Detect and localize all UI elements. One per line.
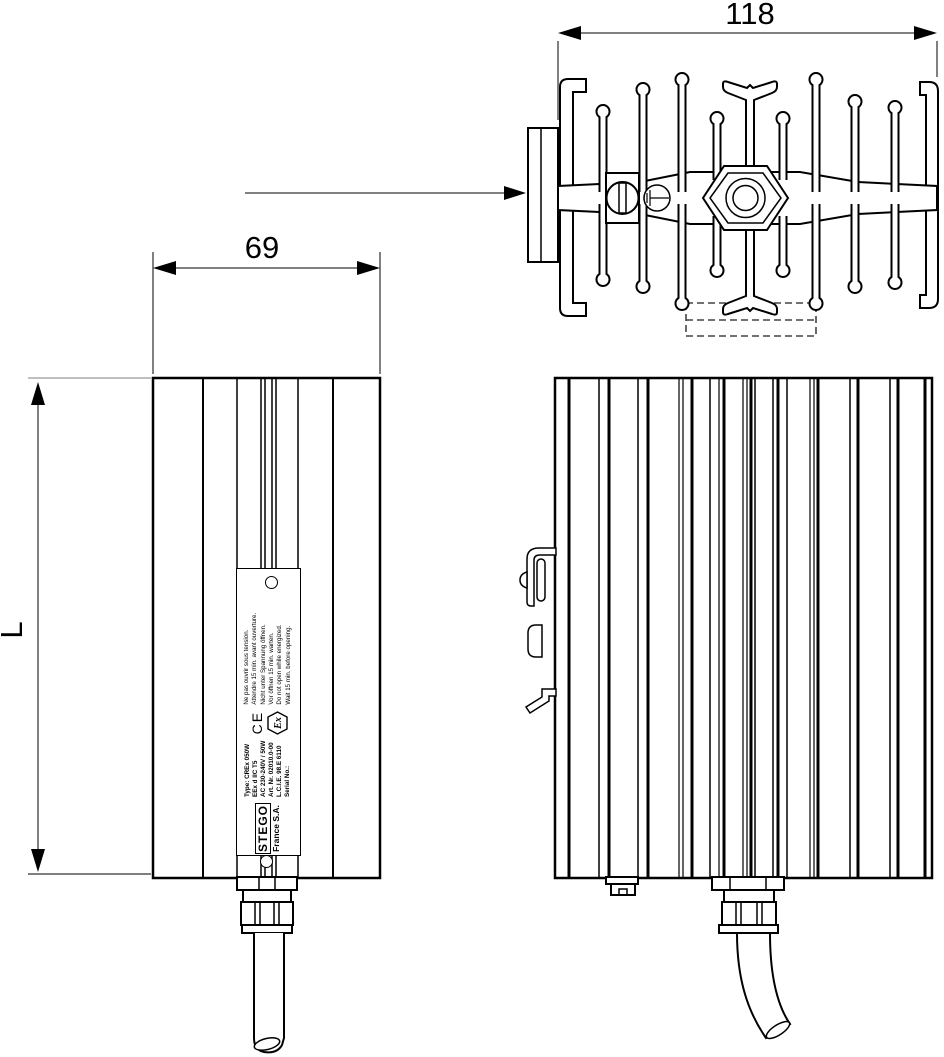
type-line: L.C.I.E. 98.E 6110 xyxy=(276,745,283,797)
type-line: Type: CREx 050W xyxy=(244,743,251,797)
label-hole-top xyxy=(265,576,278,589)
power-cable-front xyxy=(253,933,285,1054)
din-rail-clip xyxy=(519,547,557,715)
warning-line: Vor öffnen 15 min. warten. xyxy=(268,632,275,705)
earth-terminal-screw xyxy=(605,876,639,896)
dim-arrow-left xyxy=(558,26,581,40)
warning-line: Do not open while energized. xyxy=(276,624,284,705)
stego-logo: STEGO France S.A. xyxy=(255,802,281,854)
dimension-l-value: L xyxy=(0,612,34,648)
gland-nut-top-view xyxy=(701,165,790,231)
type-line: Serial No.: xyxy=(284,765,291,797)
brand-subtitle: France S.A. xyxy=(271,805,281,852)
type-info-block: Type: CREx 050W EEx d IIC T5 AC 230-240V… xyxy=(244,741,292,797)
ce-mark-icon: CE xyxy=(248,710,265,735)
warning-text-block: Ne pas ouvrir sous tension. Attendre 15 … xyxy=(243,613,293,705)
rating-label: STEGO France S.A. Type: CREx 050W EEx d … xyxy=(236,568,301,856)
brand-name: STEGO xyxy=(255,802,271,854)
dimension-69-lines xyxy=(152,252,381,374)
t-fin-top xyxy=(722,80,778,180)
cable-gland-side xyxy=(711,876,785,934)
mounting-plate xyxy=(527,127,559,263)
warning-line: Attendre 15 min. avant ouverture. xyxy=(251,612,259,705)
dim-arrow-right xyxy=(914,26,937,40)
ex-mark-icon: Ex xyxy=(266,710,288,735)
heatsink-fins-top xyxy=(595,72,903,192)
front-view xyxy=(28,252,382,1054)
earth-symbol-icon xyxy=(643,184,671,212)
warning-line: Wait 15 min. before opening. xyxy=(284,625,292,705)
side-view xyxy=(519,376,934,1040)
type-line: Art. Nr. 02010.0-00 xyxy=(268,742,275,797)
label-hole-bottom xyxy=(260,855,273,868)
screw-icon xyxy=(605,172,640,224)
warning-line: Ne pas ouvrir sous tension. xyxy=(243,629,251,705)
rating-label-content: STEGO France S.A. Type: CREx 050W EEx d … xyxy=(237,569,299,857)
t-fin-bottom xyxy=(722,216,778,316)
din-rail-dashed xyxy=(685,302,817,337)
dimension-69-value: 69 xyxy=(244,230,280,265)
svg-text:Ex: Ex xyxy=(273,717,284,730)
heatsink-fins-bottom xyxy=(595,204,903,316)
power-cable-side xyxy=(735,932,792,1040)
view-direction-arrow xyxy=(245,186,526,200)
dimension-118-value: 118 xyxy=(725,0,775,31)
warning-line: Nicht unter Spannung öffnen. xyxy=(259,624,267,705)
cable-gland-front xyxy=(236,876,298,934)
top-view xyxy=(245,26,939,337)
dimension-l-lines xyxy=(28,377,151,875)
type-line: EEx d IIC T5 xyxy=(252,760,259,797)
dimension-118-lines xyxy=(557,26,938,120)
type-line: AC 230-240V / 50W xyxy=(260,740,267,797)
side-fin-lines xyxy=(567,379,927,877)
certification-marks: CE Ex xyxy=(248,710,288,735)
